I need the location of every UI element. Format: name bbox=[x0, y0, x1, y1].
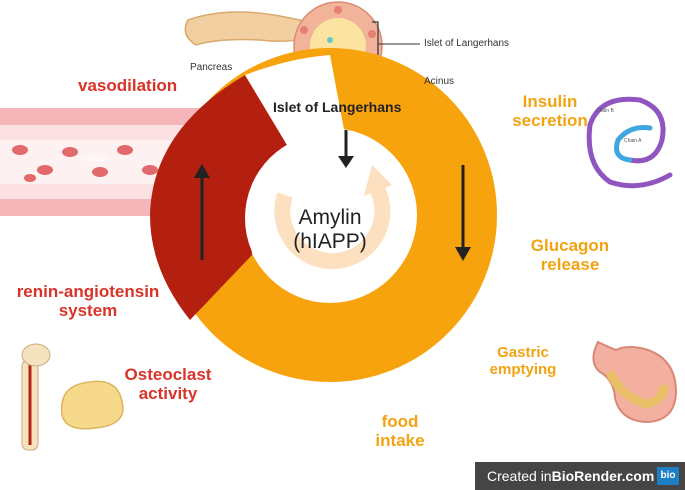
circular-arrow-icon bbox=[274, 180, 391, 270]
food-line1: food bbox=[381, 412, 419, 431]
insulin-line2: secretion bbox=[512, 111, 588, 131]
credit-prefix: Created in bbox=[487, 468, 552, 484]
glucagon-line2: release bbox=[540, 255, 600, 275]
effects-ring-red-segment bbox=[150, 75, 290, 320]
down-arrow-right-icon bbox=[455, 165, 471, 261]
osteoclast-illustration bbox=[60, 380, 124, 430]
up-arrow-icon bbox=[194, 164, 210, 260]
circular-arrowhead-icon bbox=[364, 165, 392, 196]
bone-illustration bbox=[21, 343, 51, 451]
insulin-line1: Insulin bbox=[522, 92, 578, 111]
down-arrow-icon bbox=[338, 130, 354, 168]
osteoclast-line1: Osteoclast bbox=[124, 365, 212, 384]
food-intake-label: food intake bbox=[365, 412, 435, 450]
ring-gap bbox=[245, 55, 345, 150]
gastric-emptying-label: Gastric emptying bbox=[478, 344, 568, 379]
stomach-illustration bbox=[592, 340, 678, 424]
insulin-secretion-label: Insulin secretion bbox=[510, 92, 590, 130]
amylin-peptide-illustration bbox=[586, 96, 673, 189]
center-title: Amylin (hIAPP) bbox=[290, 206, 370, 254]
acinus-callout-label: Acinus bbox=[424, 76, 455, 87]
renin-angiotensin-line2: system bbox=[58, 301, 118, 321]
renin-angiotensin-line1: renin-angiotensin bbox=[16, 282, 160, 301]
biorender-logo-icon: bio bbox=[657, 467, 679, 485]
glucagon-release-label: Glucagon release bbox=[520, 236, 620, 274]
dilation-label: Dilation bbox=[82, 154, 109, 163]
osteoclast-activity-label: Osteoclast activity bbox=[118, 365, 218, 403]
credit-brand: BioRender.com bbox=[551, 468, 655, 484]
vasodilation-label: vasodilation bbox=[78, 76, 178, 95]
chain-a-label: Chain A bbox=[624, 138, 642, 144]
osteoclast-line2: activity bbox=[138, 384, 198, 404]
center-title-line2: (hIAPP) bbox=[293, 230, 367, 254]
islet-heading: Islet of Langerhans bbox=[273, 99, 402, 115]
pancreas-label: Pancreas bbox=[190, 62, 233, 73]
chain-b-label: Chain B bbox=[596, 108, 614, 114]
gastric-line1: Gastric bbox=[497, 344, 549, 361]
renin-angiotensin-label: renin-angiotensin system bbox=[8, 282, 168, 320]
biorender-credit[interactable]: Created in BioRender.com bio bbox=[475, 462, 685, 490]
islet-callout-label: Islet of Langerhans bbox=[424, 38, 510, 49]
glucagon-line1: Glucagon bbox=[530, 236, 610, 255]
gastric-line2: emptying bbox=[489, 360, 557, 378]
center-title-line1: Amylin bbox=[298, 206, 362, 229]
food-line2: intake bbox=[375, 431, 425, 451]
